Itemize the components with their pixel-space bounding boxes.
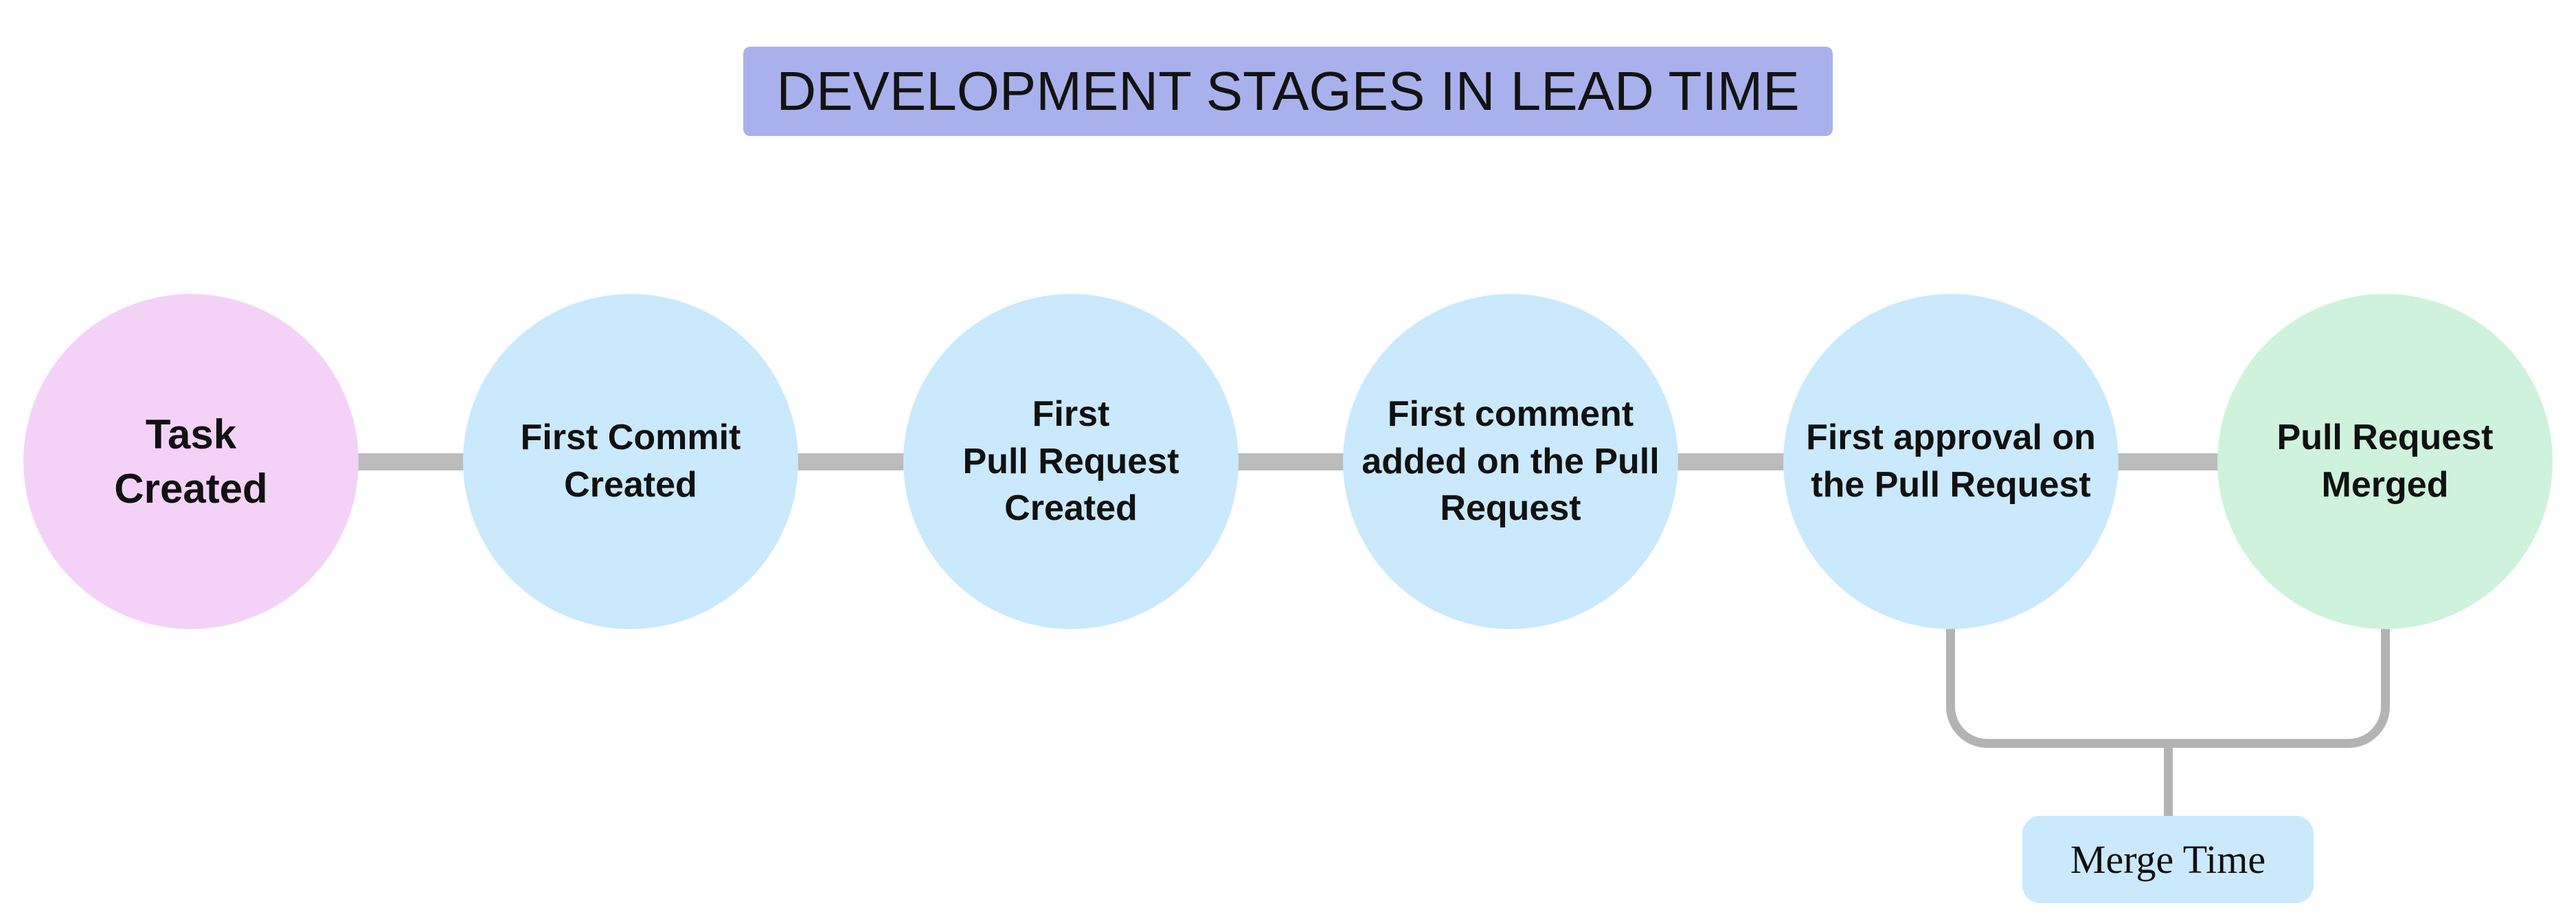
stage-first-approval: First approval on the Pull Request bbox=[1783, 294, 2119, 629]
diagram-title: DEVELOPMENT STAGES IN LEAD TIME bbox=[743, 47, 1833, 136]
stage-label: First comment added on the Pull Request bbox=[1362, 394, 1660, 529]
stage-label: First Pull Request Created bbox=[962, 394, 1179, 529]
stage-first-comment-added: First comment added on the Pull Request bbox=[1343, 294, 1678, 629]
stage-task-created: Task Created bbox=[23, 294, 359, 629]
merge-time-label: Merge Time bbox=[2022, 816, 2314, 903]
stage-first-commit-created: First Commit Created bbox=[463, 294, 798, 629]
stage-first-pull-request-created: First Pull Request Created bbox=[903, 294, 1239, 629]
stage-label: Pull Request Merged bbox=[2276, 418, 2494, 505]
stage-pull-request-merged: Pull Request Merged bbox=[2217, 294, 2553, 629]
stage-label: First Commit Created bbox=[520, 418, 741, 505]
merge-time-text: Merge Time bbox=[2070, 837, 2266, 882]
stage-label: First approval on the Pull Request bbox=[1806, 418, 2096, 505]
stage-label: Task Created bbox=[114, 411, 268, 512]
merge-time-bracket bbox=[1946, 628, 2390, 748]
merge-time-bracket-stem bbox=[2164, 742, 2173, 817]
